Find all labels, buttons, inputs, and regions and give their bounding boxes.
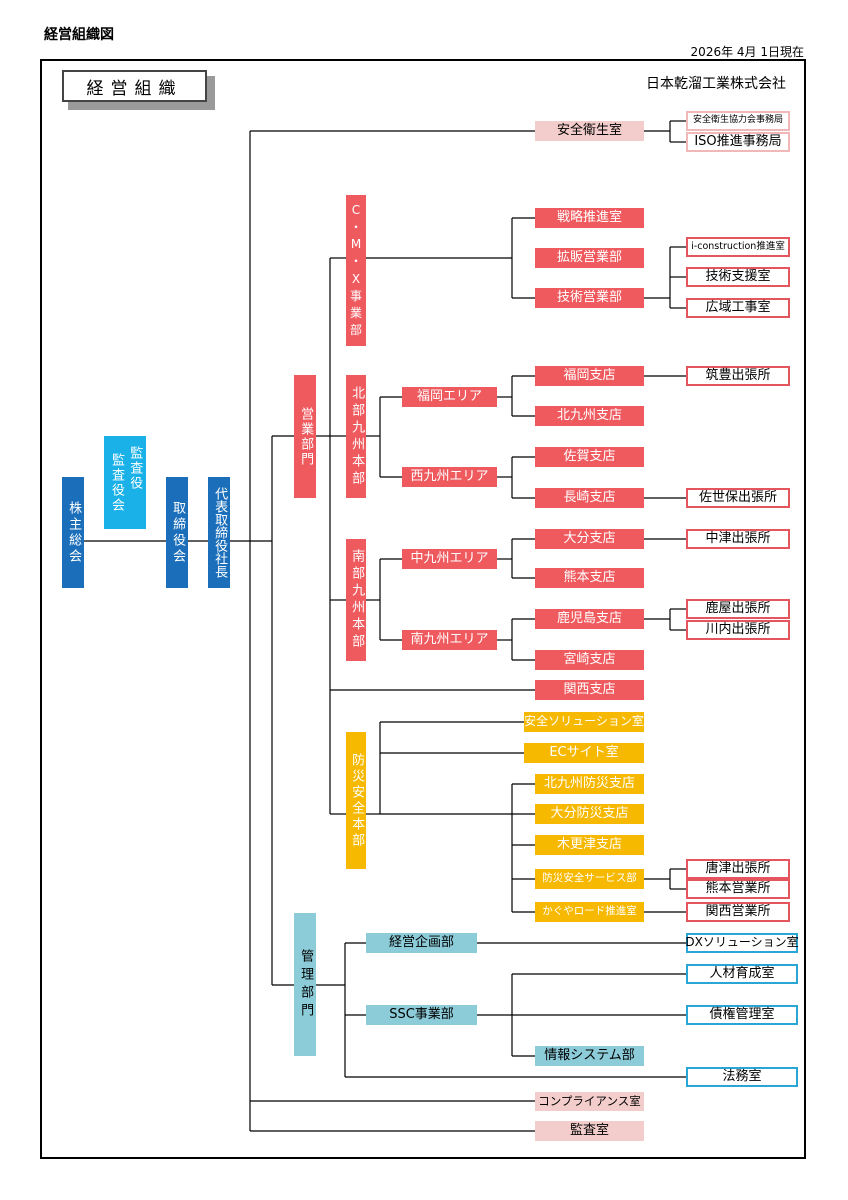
legal-office: 法務室 [686, 1067, 798, 1087]
west-kyushu-area: 西九州エリア [402, 467, 497, 487]
information-systems-dept: 情報システム部 [535, 1046, 644, 1066]
safety-health-office: 安全衛生室 [535, 121, 644, 141]
kansai-branch: 関西支店 [535, 680, 644, 700]
south-kyushu-area: 南九州エリア [402, 630, 497, 650]
north-kyushu-hq: 北部九州本部 [346, 375, 366, 498]
nakatsu-office: 中津出張所 [686, 529, 790, 549]
chikuho-office: 筑豊出張所 [686, 366, 790, 386]
president: 代表取締役社長 [208, 477, 230, 588]
shareholders-meeting: 株主総会 [62, 477, 84, 588]
chart-frame [40, 59, 806, 1159]
south-kyushu-hq: 南部九州本部 [346, 539, 366, 661]
kumamoto-branch: 熊本支店 [535, 568, 644, 588]
kansai-sales-office: 関西営業所 [686, 902, 790, 922]
fukuoka-area: 福岡エリア [402, 387, 497, 407]
iso-office: ISO推進事務局 [686, 132, 790, 152]
chart-title: 経営組織 [62, 70, 207, 102]
central-kyushu-area: 中九州エリア [402, 549, 497, 569]
cmx-division: C ・ M ・ X 事 業 部 [346, 195, 366, 346]
miyazaki-branch: 宮崎支店 [535, 650, 644, 670]
effective-date: 2026年 4月 1日現在 [690, 45, 804, 59]
oita-disaster-branch: 大分防災支店 [535, 804, 644, 824]
hr-development-office: 人材育成室 [686, 964, 798, 984]
sasebo-office: 佐世保出張所 [686, 488, 790, 508]
strategy-office: 戦略推進室 [535, 208, 644, 228]
oita-branch: 大分支店 [535, 529, 644, 549]
kitakyushu-branch: 北九州支店 [535, 406, 644, 426]
kanoya-office: 鹿屋出張所 [686, 599, 790, 619]
disaster-safety-service-dept: 防災安全サービス部 [535, 869, 644, 889]
kitakyushu-disaster-branch: 北九州防災支店 [535, 774, 644, 794]
wide-area-works-office: 広域工事室 [686, 298, 790, 318]
technical-support-office: 技術支援室 [686, 267, 790, 287]
management-division: 管理部門 [294, 913, 316, 1056]
saga-branch: 佐賀支店 [535, 447, 644, 467]
kagoshima-branch: 鹿児島支店 [535, 609, 644, 629]
company-name: 日本乾溜工業株式会社 [646, 76, 786, 92]
kaguya-road-office: かぐやロード推進室 [535, 902, 644, 922]
kumamoto-sales-office: 熊本営業所 [686, 879, 790, 899]
sendai-office: 川内出張所 [686, 620, 790, 640]
document-title: 経営組織図 [44, 27, 114, 43]
safety-solution-office: 安全ソリューション室 [524, 712, 644, 732]
board-of-directors: 取締役会 [166, 477, 188, 588]
technical-sales-dept: 技術営業部 [535, 288, 644, 308]
credit-management-office: 債権管理室 [686, 1005, 798, 1025]
internal-audit-office: 監査室 [535, 1121, 644, 1141]
sales-division: 営業部門 [294, 375, 316, 498]
kisarazu-branch: 木更津支店 [535, 835, 644, 855]
corporate-planning-dept: 経営企画部 [366, 933, 477, 953]
dx-solution-office: DXソリューション室 [685, 933, 799, 953]
fukuoka-branch: 福岡支店 [535, 366, 644, 386]
disaster-safety-hq: 防災安全本部 [346, 732, 366, 869]
nagasaki-branch: 長崎支店 [535, 488, 644, 508]
expansion-sales-dept: 拡販営業部 [535, 248, 644, 268]
i-construction-office: i-construction推進室 [686, 237, 790, 257]
safety-association-office: 安全衛生協力会事務局 [686, 111, 790, 131]
ec-site-office: ECサイト室 [524, 743, 644, 763]
compliance-office: コンプライアンス室 [535, 1092, 644, 1111]
ssc-business-dept: SSC事業部 [366, 1005, 477, 1025]
karatsu-office: 唐津出張所 [686, 859, 790, 879]
auditors: 監査役 監査役会 [104, 436, 146, 529]
